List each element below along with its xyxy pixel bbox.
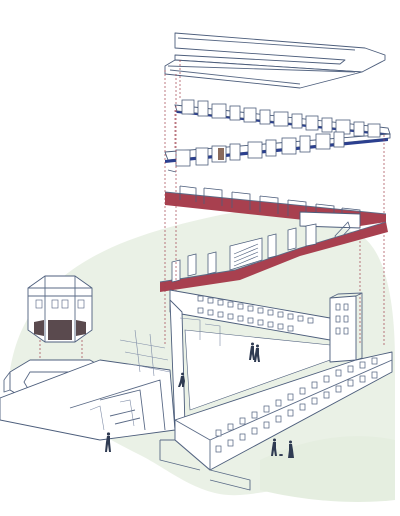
- person-figure: [271, 442, 277, 456]
- person-figure: [254, 348, 260, 362]
- person-figure: [178, 376, 185, 387]
- dog-figure: [279, 454, 283, 456]
- roof-layer: [164, 32, 386, 89]
- floor-lower-layer: [159, 221, 388, 292]
- main-building: [0, 289, 393, 491]
- person-figure: [105, 436, 111, 452]
- floor-upper-layer: [164, 99, 391, 167]
- human-figures: [105, 342, 294, 458]
- ground-green-area-2: [260, 436, 395, 502]
- octagonal-tower: [27, 275, 93, 366]
- person-figure: [288, 444, 294, 458]
- floor-middle-layer: [164, 169, 387, 243]
- door-accent: [218, 148, 224, 160]
- person-figure: [249, 346, 255, 360]
